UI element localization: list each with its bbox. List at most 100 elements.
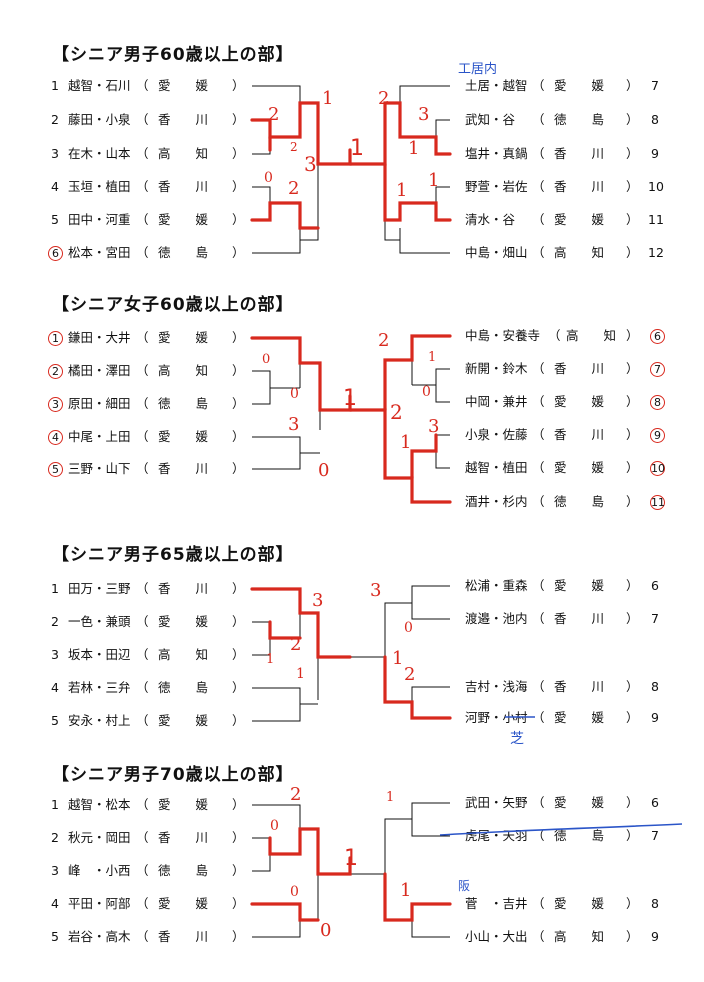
entry-prefecture: 香 川 <box>554 427 605 442</box>
entry-number-circled: 3 <box>48 397 63 412</box>
score-mark: 1 <box>408 138 420 159</box>
score-mark: 3 <box>304 152 317 176</box>
entry-prefecture: 愛 媛 <box>554 212 605 227</box>
score-mark: 0 <box>404 620 413 636</box>
entry-names: 田万・三野 <box>68 581 131 596</box>
score-mark: 0 <box>262 352 271 367</box>
red-marker-bracket <box>250 101 452 922</box>
entry-names: 土居・越智 <box>465 78 528 93</box>
entry-number: 10 <box>648 179 664 194</box>
left-entry: 1 越智・松本 （愛 媛） <box>48 797 248 813</box>
right-entry: 菅 ・吉井 （愛 媛） 8 <box>450 896 670 912</box>
entry-number: 7 <box>651 611 659 626</box>
right-entry: 武田・矢野 （愛 媛） 6 <box>450 795 670 811</box>
entry-number-circled: 7 <box>650 362 665 377</box>
left-entry: 1 田万・三野 （香 川） <box>48 581 248 597</box>
entry-number: 11 <box>648 212 664 227</box>
score-mark: 1 <box>396 180 408 201</box>
winner-mark: 1 <box>343 386 357 411</box>
winner-mark: 1 <box>350 136 364 161</box>
entry-number-circled: 5 <box>48 462 63 477</box>
entry-number: 4 <box>51 680 59 695</box>
entry-names: 玉垣・植田 <box>68 179 131 194</box>
right-entry: 清水・谷 （愛 媛） 11 <box>465 212 664 227</box>
entry-names: 武知・谷 <box>465 112 516 127</box>
score-mark: 3 <box>428 416 440 437</box>
entry-names: 武田・矢野 <box>465 795 528 810</box>
entry-number: 9 <box>651 929 659 944</box>
entry-prefecture: 香 川 <box>158 581 209 596</box>
entry-prefecture: 香 川 <box>554 679 605 694</box>
right-entry: 土居・越智 （愛 媛） 7 <box>450 78 670 94</box>
handwritten-note: 芝 <box>510 731 524 747</box>
handwritten-note: 工居内 <box>458 62 498 77</box>
score-mark: 2 <box>290 140 298 154</box>
score-mark: 3 <box>370 580 382 601</box>
entry-number: 1 <box>51 78 59 93</box>
entry-names: 越智・松本 <box>68 797 131 812</box>
entry-names: 中尾・上田 <box>68 429 131 444</box>
entry-names: 河野・小村 <box>465 710 528 725</box>
left-entry: 5 田中・河重 （愛 媛） <box>48 212 248 228</box>
entry-prefecture: 香 川 <box>158 929 209 944</box>
right-entry: 野萱・岩佐 （香 川） 10 <box>465 179 664 194</box>
entry-number: 4 <box>51 179 59 194</box>
entry-names: 塩井・真鍋 <box>465 146 528 161</box>
left-entry: 3 原田・細田 （徳 島） <box>48 396 248 412</box>
entry-names: 酒井・杉内 <box>465 494 528 509</box>
score-mark: 2 <box>378 330 390 351</box>
left-entry: 4 若林・三弁 （徳 島） <box>48 680 248 696</box>
entry-number-circled: 4 <box>48 430 63 445</box>
score-mark: 0 <box>318 460 330 481</box>
left-entry: 2 藤田・小泉 （香 川） <box>48 112 248 128</box>
entry-names: 原田・細田 <box>68 396 131 411</box>
entry-prefecture: 愛 媛 <box>158 896 209 911</box>
score-mark: 1 <box>428 170 440 191</box>
entry-names: 越智・石川 <box>68 78 131 93</box>
entry-names: 藤田・小泉 <box>68 112 131 127</box>
right-entry: 中島・安養寺 （高 知） 6 <box>450 328 682 344</box>
entry-names: 小山・大出 <box>465 929 528 944</box>
score-mark: 1 <box>428 350 437 365</box>
entry-names: 新開・鈴木 <box>465 361 528 376</box>
entry-names: 越智・植田 <box>465 460 528 475</box>
left-entry: 1 鎌田・大井 （愛 媛） <box>48 330 248 346</box>
entry-prefecture: 愛 媛 <box>158 429 209 444</box>
right-entry: 小山・大出 （高 知） 9 <box>450 929 670 945</box>
entry-prefecture: 高 知 <box>158 146 209 161</box>
entry-prefecture: 愛 媛 <box>554 795 605 810</box>
right-entry: 渡邉・池内 （香 川） 7 <box>450 611 670 627</box>
entry-number-circled: 9 <box>650 428 665 443</box>
score-mark: 0 <box>270 818 279 834</box>
entry-names: 中島・安養寺 <box>465 328 541 343</box>
entry-number-circled: 6 <box>650 329 665 344</box>
entry-prefecture: 香 川 <box>158 112 209 127</box>
entry-names: 橘田・澤田 <box>68 363 131 378</box>
entry-prefecture: 愛 媛 <box>554 460 605 475</box>
entry-number-circled: 8 <box>650 395 665 410</box>
entry-number: 5 <box>51 929 59 944</box>
score-mark: 1 <box>400 880 412 901</box>
score-mark: 2 <box>390 400 403 424</box>
entry-number: 7 <box>651 78 659 93</box>
entry-names: 峰 ・小西 <box>68 863 131 878</box>
score-mark: 3 <box>418 104 430 125</box>
entry-number: 5 <box>51 713 59 728</box>
entry-number-circled: 11 <box>650 495 665 510</box>
entry-names: 秋元・岡田 <box>68 830 131 845</box>
entry-number: 5 <box>51 212 59 227</box>
entry-prefecture: 香 川 <box>158 830 209 845</box>
score-mark: 1 <box>322 88 334 109</box>
entry-names: 若林・三弁 <box>68 680 131 695</box>
right-entry: 河野・小村 （愛 媛） 9 <box>450 710 670 726</box>
handwritten-note: 阪 <box>458 879 471 893</box>
entry-prefecture: 愛 媛 <box>554 394 605 409</box>
entry-number: 9 <box>651 710 659 725</box>
entry-names: 菅 ・吉井 <box>465 896 528 911</box>
section-title-women60: 【シニア女子60歳以上の部】 <box>52 295 294 315</box>
entry-number: 2 <box>51 614 59 629</box>
entry-number: 9 <box>651 146 659 161</box>
entry-prefecture: 愛 媛 <box>554 896 605 911</box>
entry-prefecture: 愛 媛 <box>158 713 209 728</box>
